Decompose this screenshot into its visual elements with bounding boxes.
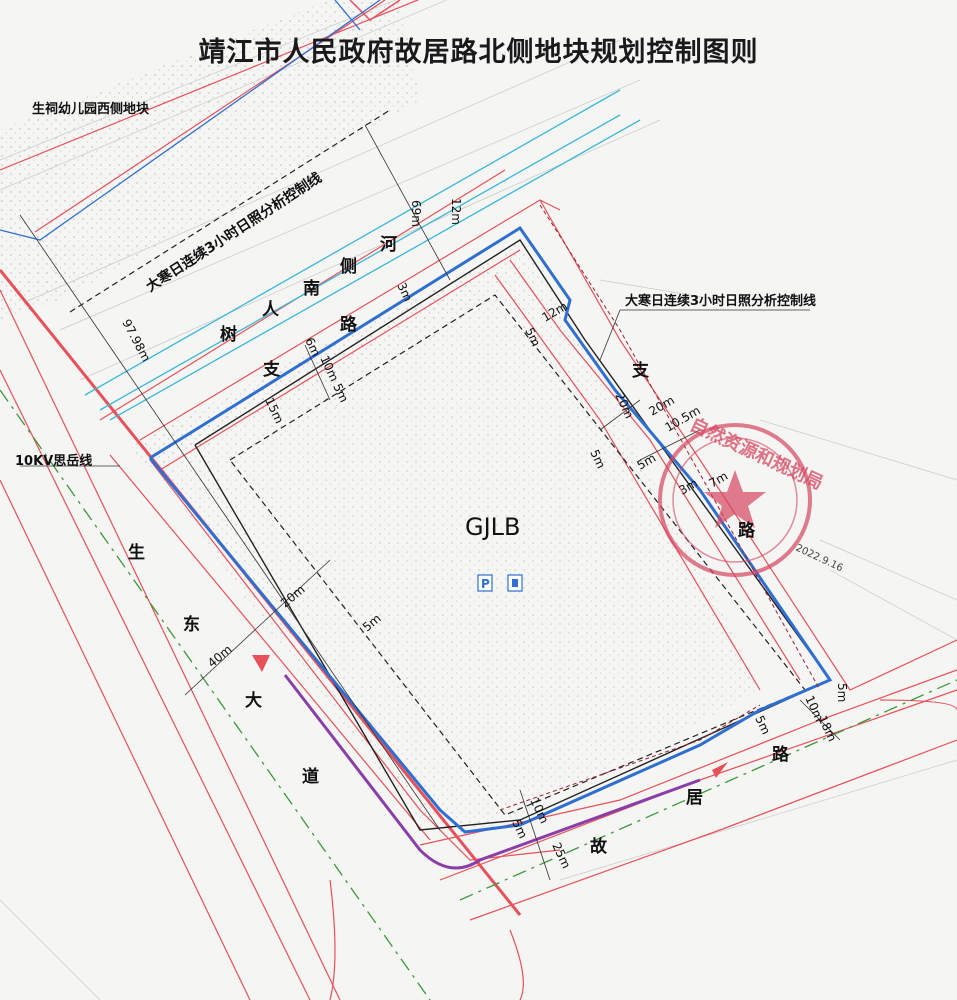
power-line-label: 10KV思岳线 bbox=[15, 453, 92, 469]
road-river-2: 侧 bbox=[340, 256, 357, 277]
sunlight-label-right: 大寒日连续3小时日照分析控制线 bbox=[625, 293, 816, 309]
dashed-red-lines bbox=[499, 204, 821, 811]
parcel-code: GJLB bbox=[465, 513, 521, 541]
road-zhilu-right-bottom: 路 bbox=[738, 520, 756, 541]
road-zhilu-right-top: 支 bbox=[632, 360, 650, 381]
road-zhilu-top: 支 bbox=[263, 359, 281, 380]
dim-12-top: 12m bbox=[449, 198, 463, 225]
kindergarten-boundary-2 bbox=[334, 0, 361, 31]
purple-line bbox=[283, 674, 701, 870]
parcel-boundary bbox=[148, 225, 833, 834]
dim-5-bottom-right: 5m bbox=[835, 683, 849, 702]
kindergarten-label: 生祠幼儿园西侧地块 bbox=[32, 101, 150, 117]
toilet-icon bbox=[507, 574, 523, 592]
road-shengdong-3: 大 bbox=[245, 690, 262, 711]
road-shuren-3: 树 bbox=[220, 325, 237, 345]
road-guju-1: 路 bbox=[772, 744, 790, 765]
road-shengdong-2: 东 bbox=[183, 614, 200, 635]
road-shuren-1: 路 bbox=[340, 314, 358, 335]
road-river-3: 南 bbox=[303, 278, 320, 299]
stamp-star-icon bbox=[704, 470, 766, 528]
road-river-1: 河 bbox=[380, 235, 397, 255]
dim-69: 69m bbox=[409, 200, 423, 227]
dimension-lines bbox=[19, 124, 841, 881]
road-guju-2: 居 bbox=[686, 788, 703, 808]
direction-arrow-right bbox=[712, 762, 728, 778]
road-shuren-2: 人 bbox=[262, 300, 280, 320]
road-red-top bbox=[349, 0, 401, 21]
svg-text:P: P bbox=[481, 577, 490, 591]
road-shengdong-4: 道 bbox=[302, 766, 319, 787]
road-shengdong-1: 生 bbox=[128, 542, 145, 563]
road-centerlines bbox=[0, 389, 957, 1000]
river-lines bbox=[84, 89, 641, 421]
parking-icon: P bbox=[477, 574, 493, 592]
page-title: 靖江市人民政府故居路北侧地块规划控制图则 bbox=[198, 37, 759, 68]
road-guju-3: 故 bbox=[590, 836, 608, 857]
kindergarten-boundary bbox=[0, 0, 381, 241]
direction-arrow-left bbox=[252, 655, 270, 672]
